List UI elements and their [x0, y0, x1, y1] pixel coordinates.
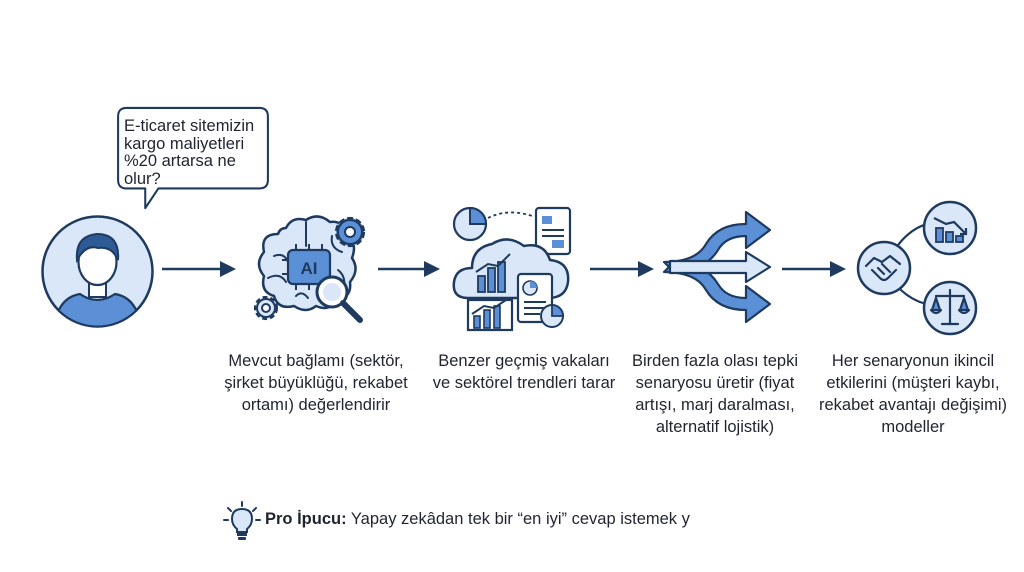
lightbulb-icon	[223, 501, 261, 540]
declining-chart-icon	[933, 217, 968, 243]
step-1-caption: Mevcut bağlamı (sektör, şirket büyüklüğü…	[224, 352, 408, 414]
pro-tip-text: Yapay zekâdan tek bir “en iyi” cevap ist…	[346, 510, 690, 528]
balance-scale-icon	[929, 288, 971, 326]
network-effects-icon	[856, 200, 978, 336]
flow-arrow-4	[782, 261, 846, 277]
cloud-data-icon	[452, 206, 572, 332]
step-2-caption: Benzer geçmiş vakaları ve sektörel trend…	[432, 352, 616, 392]
step-4-caption: Her senaryonun ikincil etkilerini (müşte…	[818, 352, 1007, 436]
pro-tip-label: Pro İpucu:	[265, 510, 347, 528]
ai-brain-icon: AI	[253, 215, 366, 323]
handshake-icon	[864, 254, 902, 282]
step-3-caption: Birden fazla olası tepki senaryosu üreti…	[631, 352, 798, 436]
pro-tip: Pro İpucu: Yapay zekâdan tek bir “en iyi…	[265, 510, 690, 529]
flow-arrow-1	[162, 261, 236, 277]
user-avatar-icon	[41, 215, 154, 328]
question-text: E-ticaret sitemizin kargo maliyetleri %2…	[124, 117, 255, 188]
ai-badge-label: AI	[301, 259, 318, 278]
speech-bubble	[117, 106, 269, 210]
branching-arrows-icon	[662, 210, 772, 324]
flow-arrow-2	[378, 261, 440, 277]
flow-arrow-3	[590, 261, 654, 277]
